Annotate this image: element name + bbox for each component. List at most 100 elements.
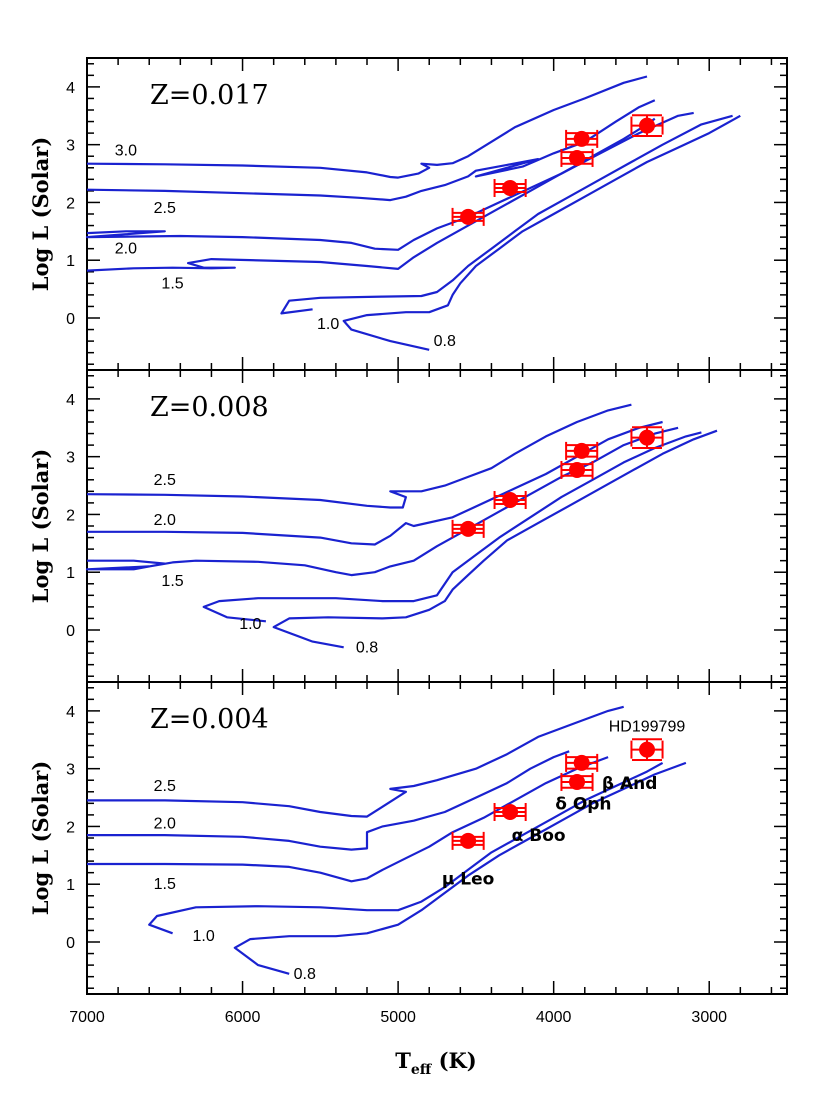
track-mass-label: 1.5 <box>161 573 183 590</box>
star-marker <box>573 754 590 771</box>
evolutionary-track-3.0 <box>86 75 648 179</box>
star-marker <box>569 773 585 790</box>
star-data-point <box>493 803 527 821</box>
star-data-point <box>560 772 594 791</box>
evolutionary-track-2.5 <box>86 99 656 202</box>
track-mass-label: 1.0 <box>317 316 339 333</box>
star-data-point <box>630 738 664 761</box>
evolutionary-track-2.5 <box>87 705 624 818</box>
star-marker <box>639 117 655 134</box>
star-data-point <box>493 179 527 197</box>
track-mass-label: 2.0 <box>154 816 176 833</box>
star-data-point <box>565 441 599 460</box>
y-axis-label-top: Log L (Solar) <box>28 137 53 292</box>
track-mass-label: 2.5 <box>154 472 176 489</box>
y-tick-label: 0 <box>66 935 75 952</box>
star-marker <box>502 180 519 196</box>
panel-3: 0 1 2 3 4 Z=0.004 2.5 2.0 1.5 1.0 0.8 μ Leo α Boo δ O… <box>66 681 788 1026</box>
evolutionary-track-1.0 <box>202 431 702 623</box>
evolutionary-track-2.5 <box>86 403 632 509</box>
evolutionary-track-0.8 <box>272 429 718 649</box>
track-mass-label: 0.8 <box>356 639 378 656</box>
star-data-point <box>493 491 527 509</box>
star-data-point <box>565 753 599 772</box>
evolutionary-track-0.8 <box>233 761 687 975</box>
track-mass-label: 1.5 <box>154 876 176 893</box>
star-name-label: μ Leo <box>442 869 494 889</box>
track-mass-label: 3.0 <box>115 142 137 159</box>
y-tick-label: 1 <box>66 565 75 582</box>
x-axis-label-unit: (K) <box>431 1048 476 1073</box>
star-data-point <box>565 129 599 148</box>
y-tick-label: 0 <box>66 623 75 640</box>
track-mass-label: 0.8 <box>294 966 316 983</box>
star-marker <box>502 804 519 820</box>
star-marker <box>460 832 477 849</box>
y-tick-label: 0 <box>66 311 75 328</box>
star-data-point <box>451 519 485 538</box>
y-tick-label: 3 <box>66 762 75 779</box>
star-data-point <box>560 460 594 479</box>
evolutionary-track-0.8 <box>342 114 741 351</box>
star-marker <box>569 149 585 166</box>
panel-title: Z=0.017 <box>150 80 269 111</box>
evolutionary-track-1.5 <box>87 756 609 883</box>
evolutionary-track-1.5 <box>85 426 679 577</box>
star-marker <box>502 492 519 508</box>
star-marker <box>573 130 590 147</box>
x-tick-label: 4000 <box>536 1009 572 1026</box>
track-mass-label: 2.0 <box>115 241 137 258</box>
x-axis-label: Teff (K) <box>395 1048 476 1078</box>
y-tick-label: 1 <box>66 877 75 894</box>
x-axis-label-main: T <box>395 1048 411 1073</box>
x-tick-label: 6000 <box>225 1009 261 1026</box>
track-mass-label: 0.8 <box>434 333 456 350</box>
star-name-label: δ Oph <box>555 794 611 814</box>
star-marker <box>460 520 477 537</box>
x-axis-label-subscript: eff <box>411 1062 433 1078</box>
evolutionary-track-1.5 <box>86 111 694 272</box>
y-axis-label-middle: Log L (Solar) <box>28 449 53 604</box>
star-name-label: HD199799 <box>609 718 686 735</box>
star-marker <box>639 741 655 758</box>
y-tick-label: 2 <box>66 507 75 524</box>
star-marker <box>569 461 585 478</box>
x-tick-label: 5000 <box>380 1009 416 1026</box>
y-tick-label: 4 <box>66 704 75 721</box>
star-marker <box>460 208 477 225</box>
panel-title: Z=0.008 <box>150 392 269 423</box>
star-name-label: α Boo <box>512 826 566 846</box>
y-axis-label-bottom: Log L (Solar) <box>28 761 53 916</box>
y-tick-label: 3 <box>66 450 75 467</box>
y-tick-label: 4 <box>66 80 75 97</box>
track-mass-label: 2.0 <box>154 512 176 529</box>
x-tick-label: 7000 <box>69 1009 105 1026</box>
x-tick-label: 3000 <box>691 1009 727 1026</box>
evolutionary-track-1.0 <box>148 761 664 935</box>
panel-1: 0 1 2 3 4 Z=0.017 3.0 2.5 2.0 1.5 1.0 0.8 <box>66 57 788 371</box>
star-data-point <box>451 831 485 850</box>
track-mass-label: 2.5 <box>154 778 176 795</box>
track-mass-label: 2.5 <box>154 200 176 217</box>
star-data-point <box>560 148 594 167</box>
track-mass-label: 1.0 <box>193 928 215 945</box>
panel-2: 0 1 2 3 4 Z=0.008 2.5 2.0 1.5 1.0 0.8 <box>66 369 788 683</box>
y-tick-label: 3 <box>66 138 75 155</box>
track-mass-label: 1.0 <box>239 616 261 633</box>
star-data-point <box>451 207 485 226</box>
track-mass-label: 1.5 <box>161 275 183 292</box>
star-data-point <box>630 426 664 449</box>
evolutionary-track-1.0 <box>280 114 733 315</box>
star-marker <box>573 442 590 459</box>
panel-title: Z=0.004 <box>150 704 269 735</box>
y-tick-label: 2 <box>66 819 75 836</box>
evolutionary-track-2.0 <box>87 750 570 851</box>
y-tick-label: 1 <box>66 253 75 270</box>
star-marker <box>639 429 655 446</box>
star-name-label: β And <box>602 774 658 794</box>
y-tick-label: 2 <box>66 195 75 212</box>
y-tick-label: 4 <box>66 392 75 409</box>
star-data-point <box>630 114 664 137</box>
